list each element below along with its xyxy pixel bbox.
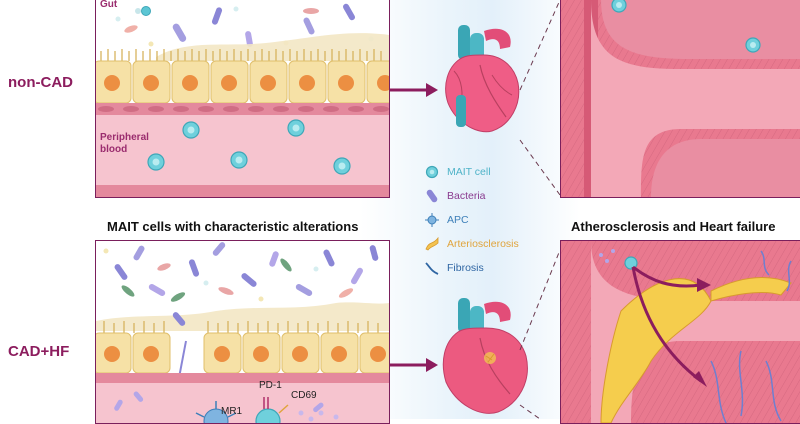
non-cad-gut-illustration <box>96 0 389 197</box>
mait-cells-blood <box>147 119 351 175</box>
apc-icon <box>425 213 439 227</box>
non-cad-gut-blood-panel: Gut Peripheral blood <box>95 0 390 198</box>
right-panel-title: Atherosclerosis and Heart failure <box>571 219 776 234</box>
bacteria-icon <box>426 189 438 203</box>
peripheral-blood-label-line2: blood <box>100 144 128 155</box>
heart-diseased-icon <box>442 298 528 414</box>
gut-label: Gut <box>100 0 118 10</box>
peripheral-blood-label-line1: Peripheral <box>100 132 149 143</box>
legend-item-apc: APC <box>425 213 469 227</box>
legend-item-fibrosis: Fibrosis <box>425 261 484 275</box>
arrow-bottom <box>390 358 438 372</box>
row-label-cad-hf: CAD+HF <box>8 343 70 360</box>
bottom-panel-title: MAIT cells with characteristic alteratio… <box>107 219 359 234</box>
cad-hf-gut-blood-panel: PD-1 CD69 MR1 <box>95 240 390 424</box>
bacteria-dense-group <box>103 242 379 302</box>
row-label-non-cad: non-CAD <box>8 74 73 91</box>
mait-cell-icon <box>425 165 439 179</box>
zoom-connector-lines <box>519 0 561 419</box>
legend-label-fibrosis: Fibrosis <box>447 262 484 274</box>
legend-label-arteriosclerosis: Arteriosclerosis <box>447 238 519 250</box>
legend-item-bacteria: Bacteria <box>425 189 486 203</box>
marker-label-cd69: CD69 <box>291 390 317 401</box>
bacteria-group <box>115 3 374 47</box>
atherosclerosis-panel <box>560 240 800 424</box>
legend-label-mait-cell: MAIT cell <box>447 166 491 178</box>
epithelial-cells-damaged <box>96 332 389 374</box>
fibrosis-icon <box>425 262 439 275</box>
healthy-vessel-illustration <box>561 0 800 197</box>
legend-item-mait-cell: MAIT cell <box>425 165 491 179</box>
marker-label-pd1: PD-1 <box>259 380 282 391</box>
arrow-top <box>390 83 438 97</box>
legend-item-arteriosclerosis: Arteriosclerosis <box>425 237 519 251</box>
healthy-myocardium-panel <box>560 0 800 198</box>
marker-label-mr1: MR1 <box>221 406 243 417</box>
plaque-icon <box>425 237 439 251</box>
diseased-vessel-illustration <box>561 241 800 423</box>
legend-label-bacteria: Bacteria <box>447 190 486 202</box>
cad-hf-gut-illustration <box>96 241 389 423</box>
heart-healthy-icon <box>445 25 520 133</box>
epithelial-cells <box>96 60 389 104</box>
legend-label-apc: APC <box>447 214 469 226</box>
